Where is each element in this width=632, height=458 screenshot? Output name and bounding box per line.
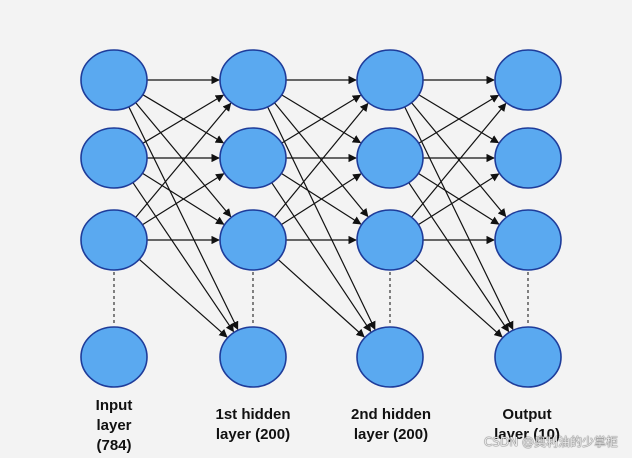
neuron-input-2 (80, 127, 148, 189)
edge-input-1-to-hidden1-4 (128, 106, 239, 331)
edge-hidden2-3-to-output-2 (418, 173, 500, 226)
csdn-watermark: CSDN @奥利油的少掌柜 (483, 435, 618, 449)
edge-input-3-to-hidden1-2 (142, 173, 225, 226)
neuron-hidden1-3 (219, 209, 287, 271)
neuron-output-3 (494, 209, 562, 271)
edge-hidden1-3-to-hidden2-1 (273, 102, 369, 218)
neuron-hidden2-3 (356, 209, 424, 271)
neuron-output-4 (494, 326, 562, 388)
edge-hidden1-3-to-hidden2-2 (280, 173, 362, 226)
edge-hidden2-2-to-output-1 (418, 94, 500, 144)
hidden-layer-1-label: 1st hidden layer (200) (215, 406, 291, 443)
hidden-layer-2-label: 2nd hidden layer (200) (351, 406, 431, 443)
neuron-input-4 (80, 326, 148, 388)
edge-hidden1-3-to-hidden2-4 (277, 259, 365, 338)
neuron-input-3 (80, 209, 148, 271)
edge-hidden2-2-to-output-4 (408, 182, 510, 333)
neuron-output-1 (494, 49, 562, 111)
neurons (80, 49, 562, 388)
connections (128, 75, 514, 338)
edge-input-3-to-hidden1-4 (138, 258, 228, 338)
edge-input-2-to-hidden1-1 (142, 94, 225, 144)
neuron-hidden2-1 (356, 49, 424, 111)
edge-hidden2-3-to-output-4 (414, 258, 503, 338)
edge-input-3-to-hidden1-1 (135, 102, 232, 218)
neuron-hidden2-2 (356, 127, 424, 189)
edge-hidden1-2-to-hidden2-1 (281, 94, 362, 144)
ellipsis-connectors (113, 272, 529, 325)
input-layer-label: Input layer (784) (95, 397, 133, 454)
neuron-input-1 (80, 49, 148, 111)
neuron-hidden1-1 (219, 49, 287, 111)
edge-hidden1-1-to-hidden2-4 (267, 106, 376, 330)
edge-hidden2-3-to-output-1 (411, 102, 507, 218)
edge-input-2-to-hidden1-4 (132, 182, 235, 333)
neuron-hidden1-2 (219, 127, 287, 189)
edge-hidden1-2-to-hidden2-4 (271, 182, 372, 333)
output-layer-label: Output layer (10) (494, 406, 560, 443)
neuron-output-2 (494, 127, 562, 189)
edge-hidden2-1-to-output-4 (404, 106, 514, 331)
neuron-hidden2-4 (356, 326, 424, 388)
neuron-hidden1-4 (219, 326, 287, 388)
